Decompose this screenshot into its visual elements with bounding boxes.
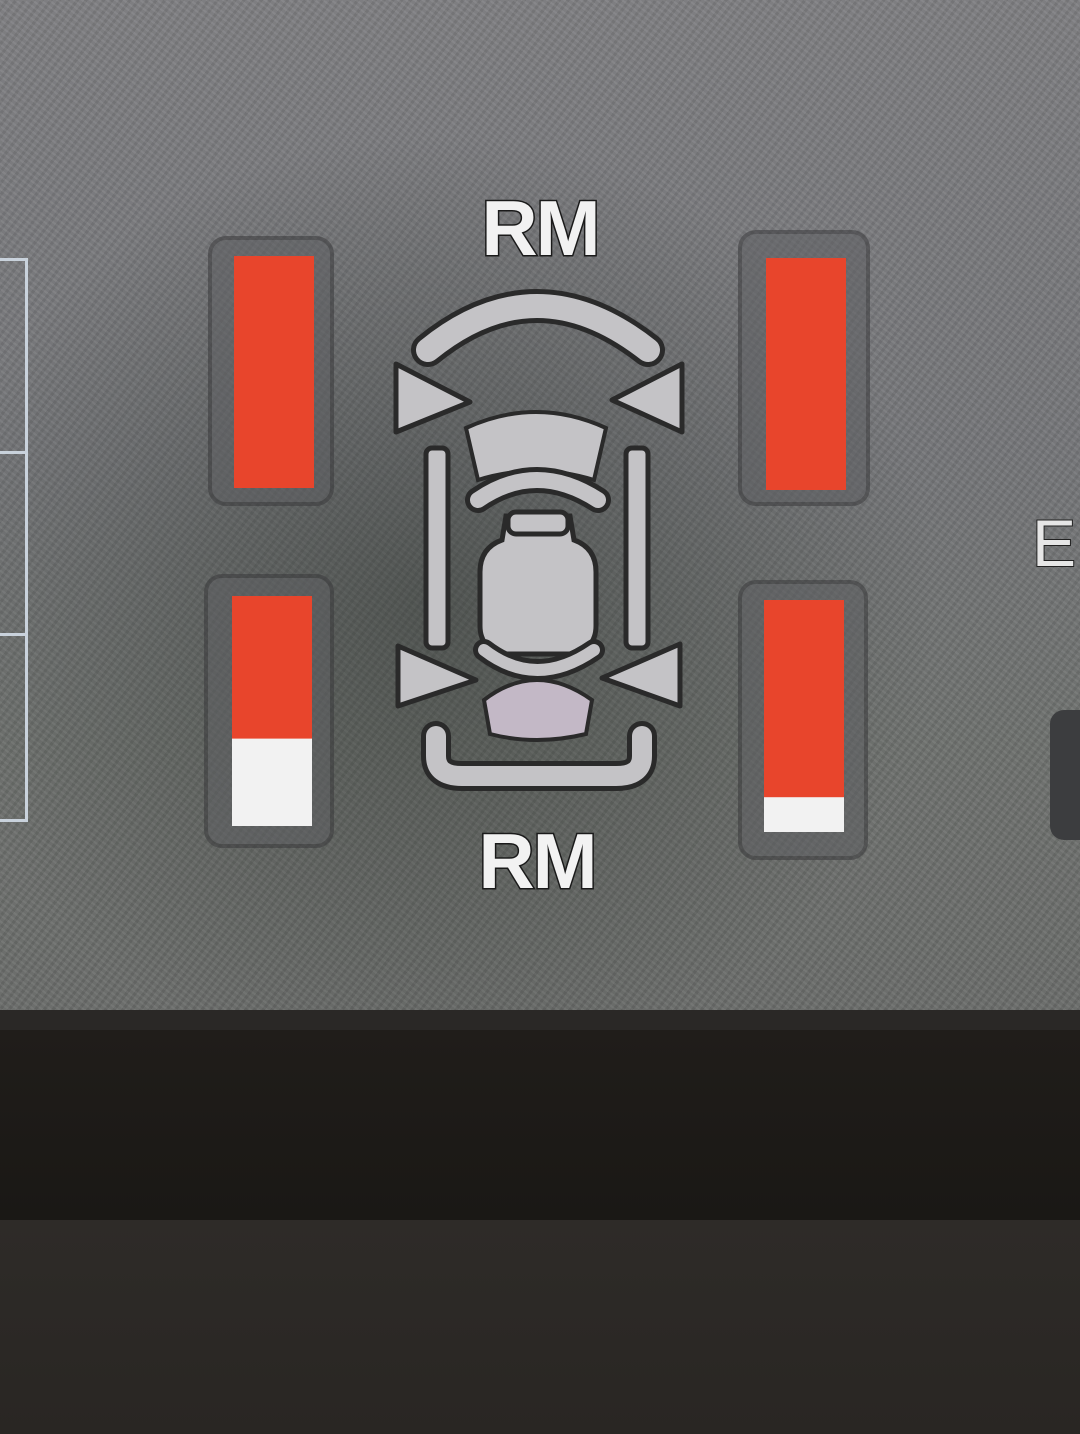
gauge-fill-rear-left — [232, 596, 312, 739]
left-panel-divider — [0, 633, 25, 636]
left-rail-icon — [423, 445, 451, 651]
gauge-rear-right — [764, 600, 844, 832]
rear-wheel-arrows-icon — [395, 641, 683, 709]
left-panel-divider — [0, 451, 25, 454]
vehicle-body-icon — [477, 513, 599, 657]
vehicle-top-view-icon — [411, 289, 665, 791]
rear-bumper-icon — [426, 726, 652, 786]
rear-left-arrow-icon — [395, 643, 479, 709]
gauge-rear-left — [232, 596, 312, 826]
right-rail-icon — [623, 445, 651, 651]
gauge-fill-front-left — [234, 256, 314, 488]
rear-right-arrow-icon — [599, 641, 683, 709]
front-left-arrow-icon — [393, 361, 473, 435]
vehicle-diagram — [204, 230, 870, 860]
gauge-front-right — [766, 258, 846, 490]
right-edge-control — [1050, 710, 1080, 840]
left-edge-panel — [0, 258, 28, 822]
screen-bezel — [0, 1030, 1080, 1220]
gauge-front-left — [234, 256, 314, 488]
display-screen: E — [0, 0, 1080, 1010]
gauge-fill-rear-right — [764, 600, 844, 798]
cabin-arc-icon — [470, 472, 606, 508]
vehicle-cap-icon — [505, 509, 571, 537]
gauge-fill-front-right — [766, 258, 846, 490]
screen-bezel-edge — [0, 1010, 1080, 1030]
dashboard-trim — [0, 1220, 1080, 1434]
rear-seat-icon — [481, 678, 595, 742]
front-wheel-arrows-icon — [393, 361, 685, 435]
front-mode-label: RM — [480, 183, 602, 274]
rear-body-arc-icon — [478, 644, 600, 676]
front-arc-icon — [416, 294, 660, 362]
rear-mode-label: RM — [477, 816, 599, 907]
right-edge-label: E — [1031, 505, 1077, 581]
front-right-arrow-icon — [609, 361, 685, 435]
